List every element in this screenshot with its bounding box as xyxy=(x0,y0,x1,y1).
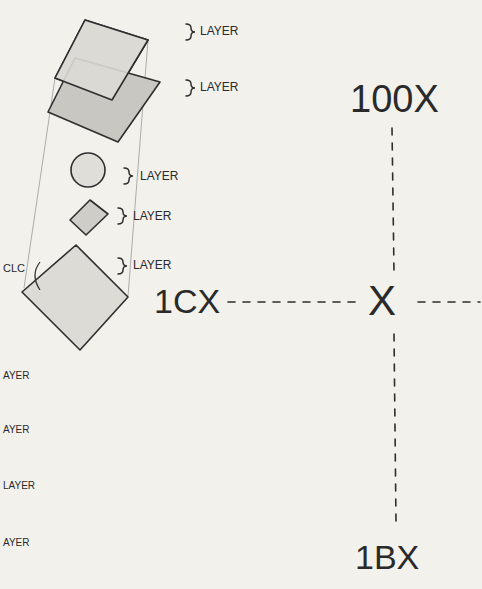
layer-label: AYER xyxy=(3,538,30,548)
axis-label: 1CX xyxy=(154,284,220,318)
layer-label: LAYER xyxy=(133,259,171,271)
large-diamond-layer xyxy=(22,245,128,350)
layer-label: LAYER xyxy=(133,210,171,222)
bracket xyxy=(35,262,40,290)
circle-layer xyxy=(71,153,105,187)
dashed-axis xyxy=(228,301,362,303)
axis-label: 1BX xyxy=(355,540,419,574)
layer-label: LAYER xyxy=(200,81,238,93)
layer-label: LAYER xyxy=(200,25,238,37)
layer-label: AYER xyxy=(3,425,30,435)
layer-shapes xyxy=(22,20,160,350)
brace xyxy=(124,168,133,184)
axis-origin-label: X xyxy=(368,280,396,322)
dashed-axis xyxy=(392,128,394,272)
diamond-layer xyxy=(70,200,108,235)
layer-label: LAYER xyxy=(140,170,178,182)
dashed-axis xyxy=(418,301,480,303)
layer-label: LAYER xyxy=(3,481,35,491)
square-layer-top xyxy=(55,20,148,100)
braces xyxy=(118,24,195,274)
brace xyxy=(186,80,195,96)
brace xyxy=(118,258,127,274)
axis-lines xyxy=(228,128,480,522)
brace xyxy=(186,24,195,40)
axis-label: 100X xyxy=(350,80,439,118)
callout-label: CLC xyxy=(3,263,25,274)
dashed-axis xyxy=(394,334,396,522)
layer-label: AYER xyxy=(3,371,30,381)
brace xyxy=(118,208,127,224)
